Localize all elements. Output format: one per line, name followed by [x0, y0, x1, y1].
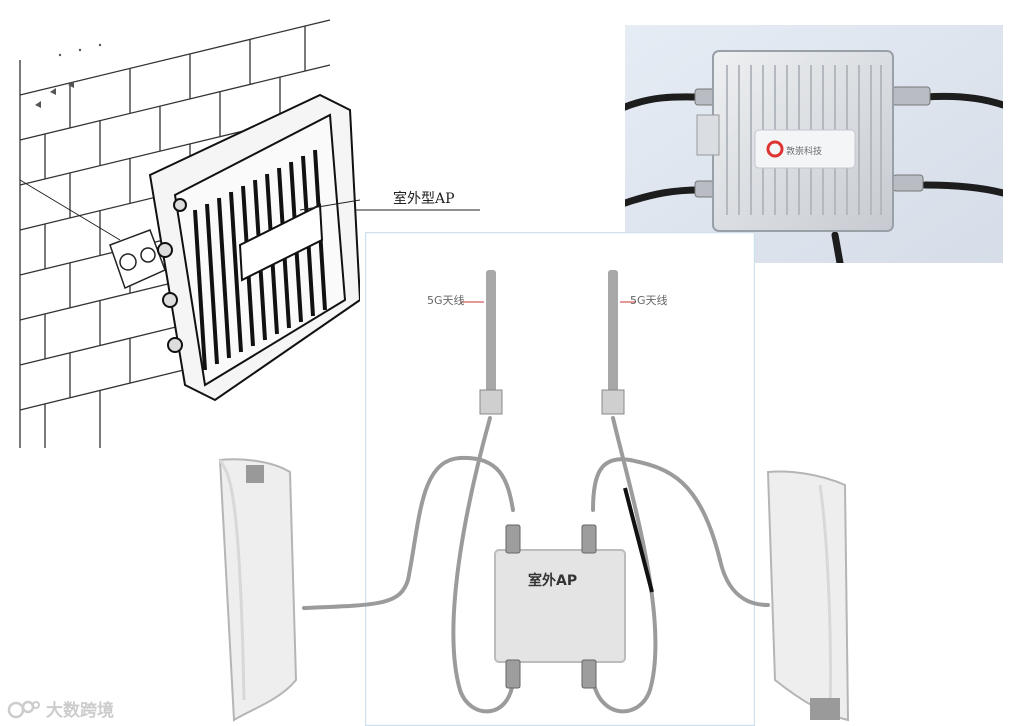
antenna-right-label: 5G天线	[630, 292, 668, 308]
omni-antenna-left	[460, 270, 502, 414]
watermark-text: 大数跨境	[46, 696, 114, 721]
watermark: 大数跨境	[6, 696, 114, 721]
wiring-diagram	[200, 260, 860, 726]
photo-brand-text: 敦崇科技	[786, 144, 822, 157]
photo-bracket	[697, 115, 719, 155]
ap-device-label: 室外AP	[528, 570, 577, 590]
antenna-left-label: 5G天线	[427, 292, 465, 308]
panel-antenna-left	[220, 459, 296, 720]
panel-antenna-right	[768, 472, 848, 720]
ap-device	[495, 525, 625, 688]
watermark-logo-icon	[6, 699, 42, 719]
label-leader-line	[355, 196, 485, 212]
cable-tie-segment	[625, 488, 652, 592]
